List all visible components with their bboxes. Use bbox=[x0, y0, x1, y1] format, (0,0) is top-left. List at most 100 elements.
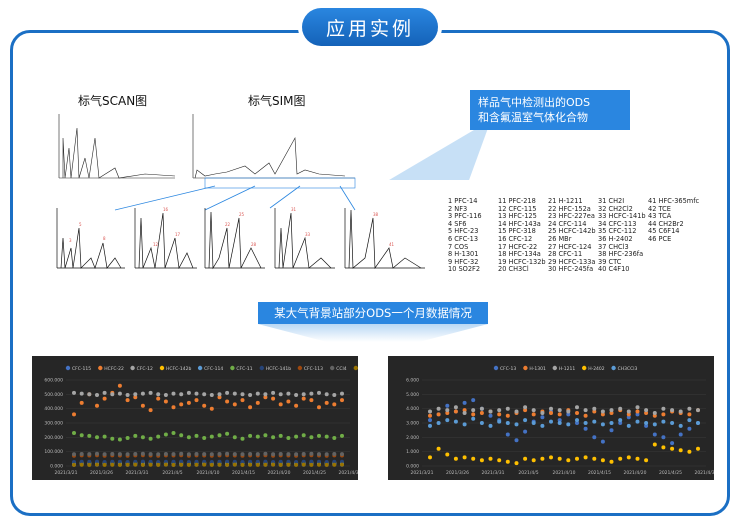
data-point bbox=[278, 433, 283, 438]
data-point bbox=[255, 391, 260, 396]
data-point bbox=[309, 451, 314, 456]
data-point bbox=[271, 452, 276, 457]
data-point bbox=[531, 421, 536, 425]
data-point bbox=[678, 432, 683, 437]
data-point bbox=[523, 408, 528, 413]
data-point bbox=[687, 406, 692, 411]
legend-label: HCFC-22 bbox=[104, 366, 124, 372]
data-point bbox=[549, 455, 553, 460]
x-tick-label: 2021/4/30 bbox=[338, 470, 358, 476]
data-point bbox=[540, 411, 545, 415]
data-point bbox=[263, 392, 268, 397]
data-point bbox=[436, 406, 441, 411]
x-tick-label: 2021/4/5 bbox=[162, 470, 182, 476]
data-point bbox=[232, 402, 237, 407]
legend-marker bbox=[552, 365, 557, 371]
data-point bbox=[523, 405, 528, 410]
data-point bbox=[79, 452, 84, 456]
data-point bbox=[217, 462, 222, 467]
data-point bbox=[445, 408, 450, 413]
compound-item: 2 NF3 bbox=[448, 204, 468, 213]
data-point bbox=[202, 452, 207, 457]
data-point bbox=[652, 411, 657, 415]
data-point bbox=[263, 462, 268, 467]
legend-marker bbox=[611, 365, 616, 371]
data-point bbox=[95, 459, 99, 464]
data-point bbox=[626, 415, 631, 420]
data-point bbox=[514, 409, 519, 414]
data-point bbox=[209, 462, 214, 467]
data-point bbox=[332, 402, 337, 407]
data-point bbox=[286, 452, 291, 457]
data-point bbox=[317, 459, 321, 464]
data-point bbox=[462, 455, 467, 460]
data-point bbox=[436, 412, 441, 417]
data-point bbox=[340, 391, 344, 396]
data-point bbox=[505, 406, 510, 411]
data-point bbox=[488, 413, 493, 418]
data-point bbox=[687, 426, 692, 431]
data-point bbox=[531, 408, 536, 413]
data-point bbox=[294, 403, 299, 408]
y-tick-label: 0.000 bbox=[50, 464, 63, 470]
data-point bbox=[72, 460, 76, 464]
data-point bbox=[626, 423, 631, 428]
data-point bbox=[87, 433, 92, 438]
data-point bbox=[462, 411, 467, 415]
data-point bbox=[194, 462, 199, 467]
data-point bbox=[618, 406, 623, 411]
data-point bbox=[179, 402, 184, 407]
data-point bbox=[72, 431, 76, 435]
data-point bbox=[566, 412, 571, 417]
data-point bbox=[340, 433, 344, 438]
data-point bbox=[232, 435, 237, 440]
data-point bbox=[225, 431, 230, 436]
data-point bbox=[286, 462, 291, 467]
data-point bbox=[635, 412, 640, 417]
data-point bbox=[514, 422, 519, 427]
svg-text:8: 8 bbox=[103, 236, 106, 241]
data-point bbox=[271, 396, 276, 401]
data-point bbox=[117, 437, 122, 442]
data-point bbox=[600, 412, 605, 417]
compound-item: 45 C6F14 bbox=[648, 227, 680, 236]
data-point bbox=[317, 462, 321, 467]
data-point bbox=[255, 400, 260, 405]
data-point bbox=[317, 390, 321, 395]
legend-marker bbox=[65, 365, 71, 371]
x-tick-label: 2021/3/31 bbox=[481, 470, 504, 476]
legend-marker bbox=[159, 365, 165, 371]
y-tick-label: 5.000 bbox=[406, 392, 419, 398]
legend-label: CCl4 bbox=[336, 366, 347, 372]
data-point bbox=[332, 436, 337, 440]
data-point bbox=[133, 452, 138, 456]
data-point bbox=[696, 421, 700, 425]
legend-marker bbox=[98, 365, 103, 371]
svg-text:16: 16 bbox=[163, 207, 169, 212]
data-point bbox=[95, 403, 99, 408]
data-point bbox=[661, 412, 666, 417]
compound-item: 1 PFC-14 bbox=[448, 197, 478, 205]
data-point bbox=[286, 459, 291, 464]
data-point bbox=[678, 423, 683, 428]
data-point bbox=[324, 452, 329, 457]
x-tick-label: 2021/4/15 bbox=[588, 470, 611, 476]
data-point bbox=[125, 462, 130, 467]
data-point bbox=[575, 411, 579, 415]
data-point bbox=[202, 462, 207, 467]
data-point bbox=[618, 456, 623, 461]
data-point bbox=[102, 460, 107, 464]
y-tick-label: 4.000 bbox=[406, 406, 419, 412]
data-point bbox=[225, 459, 230, 464]
data-point bbox=[696, 446, 700, 451]
data-point bbox=[324, 434, 329, 439]
data-point bbox=[110, 462, 115, 467]
data-point bbox=[79, 459, 84, 464]
data-point bbox=[186, 400, 191, 405]
svg-text:31: 31 bbox=[291, 207, 297, 212]
data-point bbox=[592, 419, 597, 424]
data-point bbox=[635, 456, 640, 461]
data-point bbox=[240, 452, 245, 457]
data-point bbox=[557, 456, 562, 461]
